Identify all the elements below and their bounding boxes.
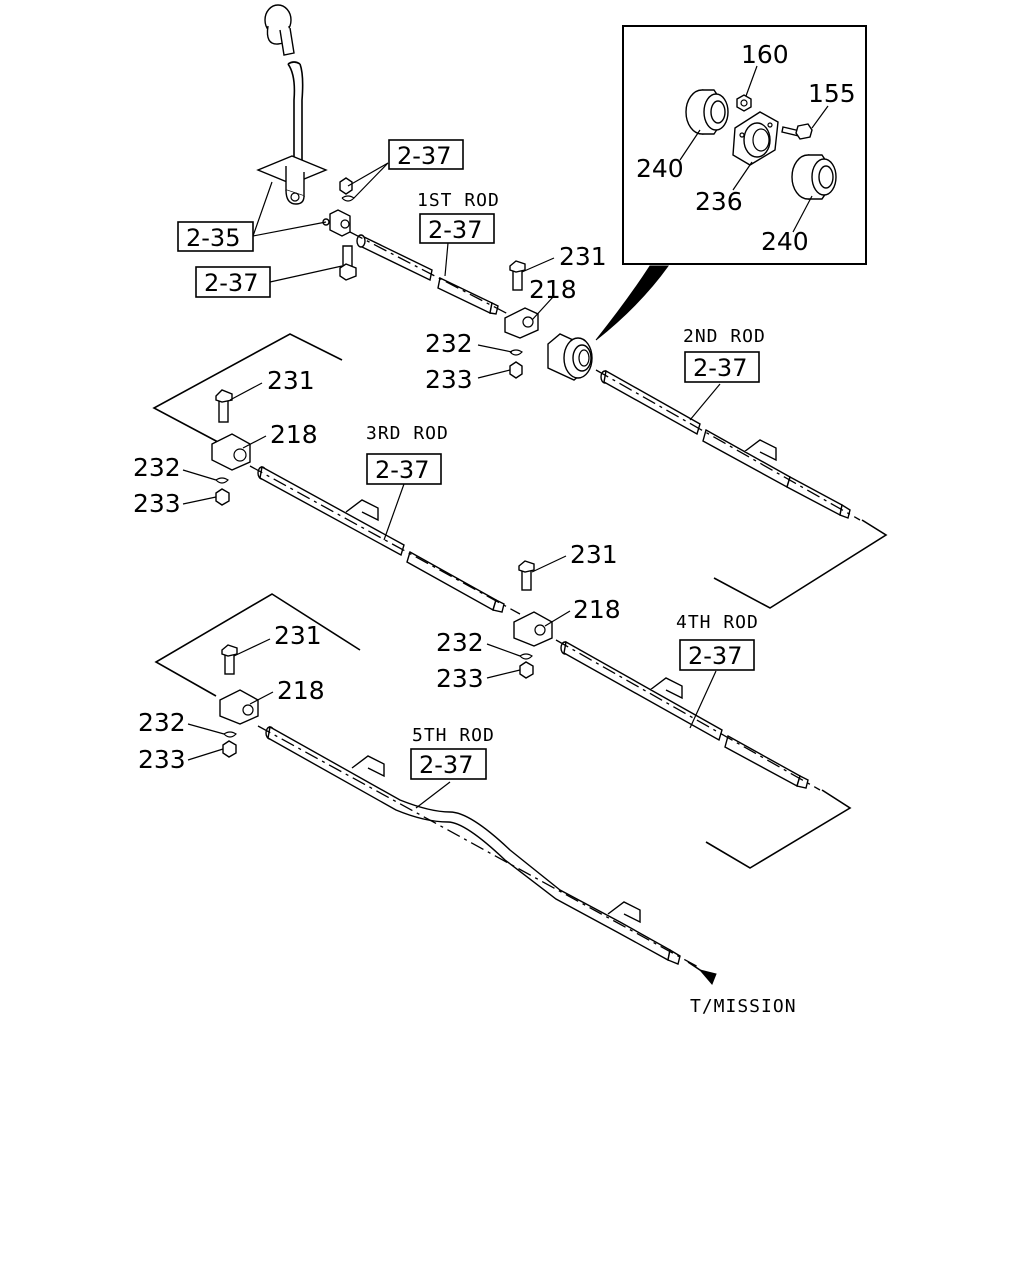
ref-label: 2-35 (186, 224, 240, 252)
part-label-236: 236 (695, 187, 743, 216)
rod-label-4th: 4TH ROD (676, 612, 759, 633)
bushing-240-left-icon (685, 89, 729, 135)
part-label-231: 231 (267, 366, 315, 395)
part-label-233: 233 (425, 365, 473, 394)
part-label-232: 232 (133, 453, 181, 482)
part-label-231: 231 (559, 242, 607, 271)
ref-box-2-37-3rd-rod: 2-37 (366, 453, 442, 485)
part-label-155: 155 (808, 79, 856, 108)
ref-label: 2-37 (428, 216, 482, 244)
universal-joint-5 (219, 644, 259, 758)
ref-box-2-37-lever-bottom: 2-37 (195, 266, 271, 298)
rod-3rd (249, 465, 521, 615)
bracket-236-icon (732, 111, 779, 166)
bushing-240-right-icon (791, 154, 837, 200)
part-label-218: 218 (529, 275, 577, 304)
ref-box-2-37-5th-rod: 2-37 (410, 748, 487, 780)
rod-4th (555, 639, 821, 791)
gear-shift-lever (256, 4, 357, 281)
part-label-240: 240 (761, 227, 809, 256)
universal-joint-4 (513, 560, 553, 679)
part-label-231: 231 (274, 621, 322, 650)
part-label-240: 240 (636, 154, 684, 183)
rod-label-2nd: 2ND ROD (683, 326, 766, 347)
ref-box-2-37-lever-top: 2-37 (388, 139, 464, 170)
rod-1st (349, 231, 511, 316)
part-label-218: 218 (573, 595, 621, 624)
part-label-218: 218 (277, 676, 325, 705)
part-label-233: 233 (138, 745, 186, 774)
ref-label: 2-37 (375, 456, 429, 484)
inset-bushing-detail: 160 155 240 236 240 (595, 25, 867, 341)
rod-5th (257, 725, 717, 985)
ref-label: 2-37 (688, 642, 742, 670)
part-label-232: 232 (425, 329, 473, 358)
part-label-232: 232 (436, 628, 484, 657)
rod-label-1st: 1ST ROD (417, 190, 500, 211)
part-label-231: 231 (570, 540, 618, 569)
ref-box-2-35: 2-35 (177, 221, 254, 252)
bolt-155-icon (781, 123, 813, 140)
part-label-218: 218 (270, 420, 318, 449)
ref-box-2-37-4th-rod: 2-37 (679, 639, 755, 671)
rod-2nd (595, 369, 861, 521)
universal-joint-3 (211, 389, 251, 506)
bushing-assembly-icon (547, 333, 593, 381)
part-label-232: 232 (138, 708, 186, 737)
ref-label: 2-37 (693, 354, 747, 382)
leader-lines (182, 162, 721, 809)
transmission-label: T/MISSION (690, 996, 797, 1017)
rod-label-3rd: 3RD ROD (366, 423, 449, 444)
nut-160-icon (736, 94, 752, 112)
ref-label: 2-37 (419, 751, 473, 779)
part-label-233: 233 (133, 489, 181, 518)
part-label-160: 160 (741, 40, 789, 69)
ref-box-2-37-2nd-rod: 2-37 (684, 351, 760, 383)
part-label-233: 233 (436, 664, 484, 693)
rod-label-5th: 5TH ROD (412, 725, 495, 746)
universal-joint-1 (504, 260, 539, 379)
ref-label: 2-37 (397, 142, 451, 170)
ref-label: 2-37 (204, 269, 258, 297)
ref-box-2-37-1st-rod: 2-37 (419, 213, 495, 244)
